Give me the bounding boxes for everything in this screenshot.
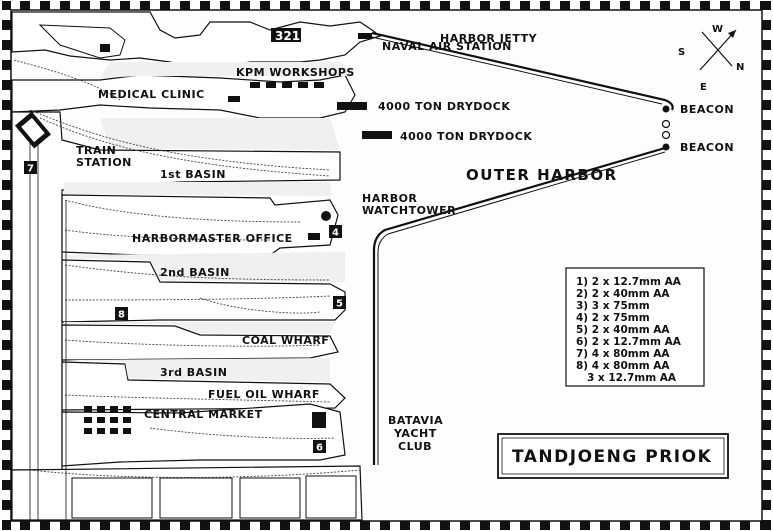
- label-medical-clinic: MEDICAL CLINIC: [98, 88, 205, 101]
- label-yacht-club-1: BATAVIA: [388, 414, 443, 427]
- beacon-markers: [661, 105, 671, 151]
- drydock-1: [337, 102, 367, 110]
- market-warehouse: [312, 412, 326, 428]
- compass-n: N: [736, 62, 744, 73]
- label-outer-harbor: OUTER HARBOR: [466, 166, 618, 184]
- marker-5: 5: [333, 296, 346, 310]
- label-coal-wharf: COAL WHARF: [242, 334, 329, 347]
- legend-item: 4) 2 x 75mm: [576, 312, 650, 324]
- svg-text:4: 4: [332, 228, 339, 239]
- legend-item: 2) 2 x 40mm AA: [576, 288, 670, 300]
- train-station-building: [14, 111, 52, 149]
- central-market-buildings: [84, 406, 131, 434]
- legend-item: 5) 2 x 40mm AA: [576, 324, 670, 336]
- label-drydock-2: 4000 TON DRYDOCK: [400, 130, 532, 143]
- compass-w: W: [712, 24, 723, 35]
- label-drydock-1: 4000 TON DRYDOCK: [378, 100, 510, 113]
- svg-text:7: 7: [27, 164, 34, 175]
- south-warehouse-blocks: [71, 475, 357, 519]
- naval-air-building: [358, 33, 372, 39]
- map-title: TANDJOENG PRIOK: [512, 447, 712, 467]
- legend-item: 6) 2 x 12.7mm AA: [576, 336, 682, 348]
- marker-8: 8: [115, 307, 128, 321]
- label-harbormaster-office: HARBORMASTER OFFICE: [132, 232, 293, 245]
- label-watchtower-2: WATCHTOWER: [362, 204, 456, 217]
- label-train-station-2: STATION: [76, 156, 132, 169]
- label-central-market: CENTRAL MARKET: [144, 408, 263, 421]
- legend-item: 8) 4 x 80mm AA: [576, 360, 670, 372]
- label-third-basin: 3rd BASIN: [160, 366, 227, 379]
- building-321: [271, 28, 301, 42]
- label-fuel-oil-wharf: FUEL OIL WHARF: [208, 388, 320, 401]
- label-yacht-club-3: CLUB: [398, 440, 432, 453]
- label-watchtower-1: HARBOR: [362, 192, 417, 205]
- svg-text:5: 5: [336, 299, 343, 310]
- watchtower-symbol: [321, 211, 331, 221]
- label-first-basin: 1st BASIN: [160, 168, 226, 181]
- kpm-workshop-buildings: [228, 82, 324, 102]
- compass-s: S: [678, 47, 685, 58]
- svg-text:8: 8: [118, 310, 125, 321]
- label-kpm-workshops: KPM WORKSHOPS: [236, 66, 355, 79]
- label-building-321: 321: [275, 29, 300, 43]
- label-naval-air-station: NAVAL AIR STATION: [382, 40, 512, 53]
- marker-4: 4: [329, 225, 342, 239]
- map-title-box: TANDJOENG PRIOK: [497, 433, 729, 479]
- landmass: [11, 11, 382, 521]
- legend-item: 1) 2 x 12.7mm AA: [576, 276, 682, 288]
- marker-7: 7: [24, 161, 37, 175]
- label-beacon-1: BEACON: [680, 103, 734, 116]
- label-second-basin: 2nd BASIN: [160, 266, 230, 279]
- drydock-2: [362, 131, 392, 139]
- label-harbor-jetty: HARBOR JETTY: [440, 32, 538, 45]
- label-beacon-2: BEACON: [680, 141, 734, 154]
- label-train-station-1: TRAIN: [76, 144, 116, 157]
- harbor-jetty: [371, 31, 674, 111]
- rail-lines: [13, 59, 361, 478]
- marker-6: 6: [313, 440, 326, 454]
- water-basins: [64, 62, 355, 382]
- compass-e: E: [700, 82, 707, 93]
- svg-text:6: 6: [316, 443, 323, 454]
- legend-box: 1) 2 x 12.7mm AA 2) 2 x 40mm AA 3) 3 x 7…: [565, 267, 705, 387]
- south-breakwater: [372, 146, 666, 465]
- label-yacht-club-2: YACHT: [393, 427, 437, 440]
- pier-building: [100, 44, 110, 52]
- legend-item: 3 x 12.7mm AA: [576, 372, 677, 384]
- harbormaster-building: [308, 233, 320, 240]
- compass-rose: W S N E: [678, 24, 744, 93]
- legend-item: 3) 3 x 75mm: [576, 300, 650, 312]
- legend-item: 7) 4 x 80mm AA: [576, 348, 670, 360]
